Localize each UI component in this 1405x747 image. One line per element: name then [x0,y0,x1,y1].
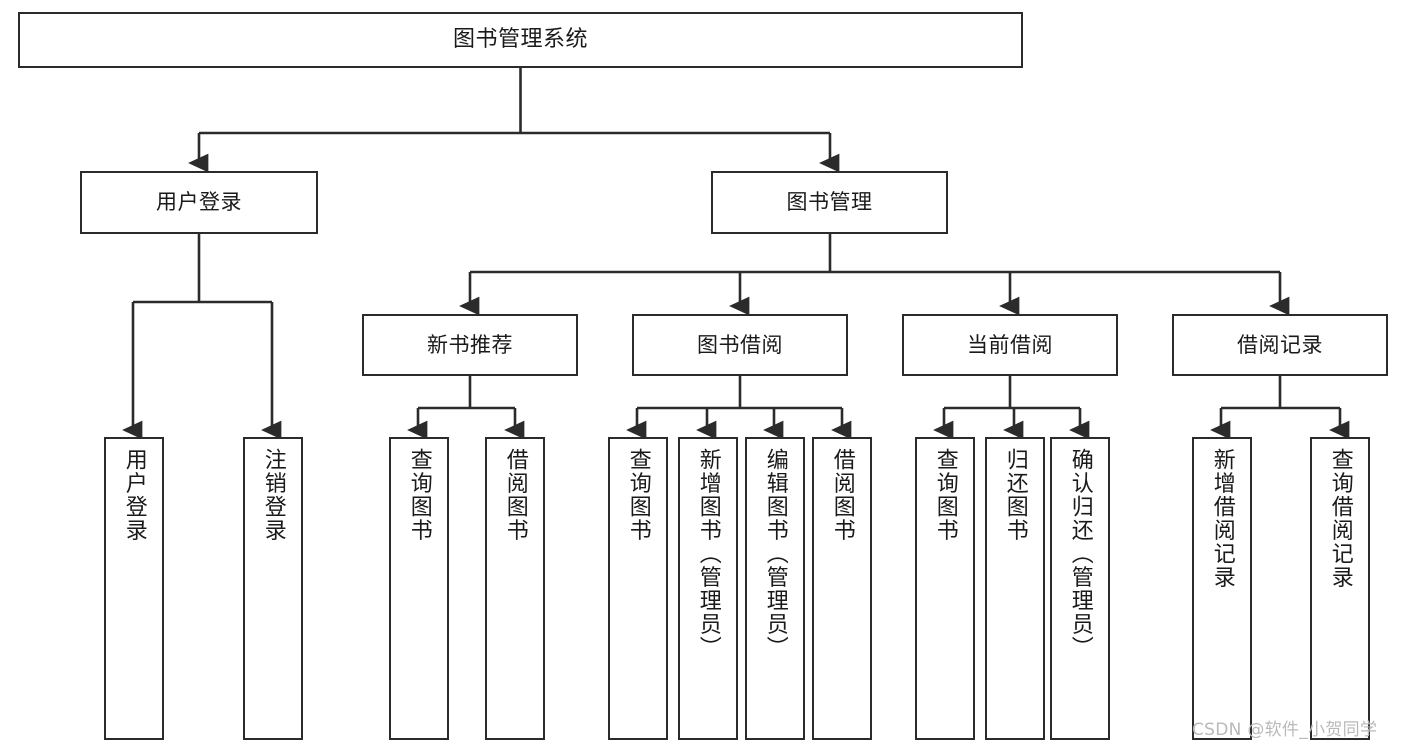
node-leaf-query-book-2-label: 查询图书 [625,448,651,542]
node-leaf-user-login-label: 用户登录 [121,448,147,542]
node-leaf-return-book[interactable]: 归还图书 [985,437,1045,740]
node-user-login[interactable]: 用户登录 [80,171,318,234]
node-current-borrow[interactable]: 当前借阅 [902,314,1118,376]
node-leaf-user-login[interactable]: 用户登录 [104,437,164,740]
node-leaf-edit-book[interactable]: 编辑图书（管理员） [745,437,805,740]
node-leaf-borrow-book-1-label: 借阅图书 [502,448,528,542]
node-book-manage-label: 图书管理 [786,190,873,214]
node-leaf-return-book-label: 归还图书 [1002,448,1028,542]
node-leaf-query-record-label: 查询借阅记录 [1327,448,1353,589]
node-leaf-add-book[interactable]: 新增图书（管理员） [678,437,738,740]
node-leaf-query-book-3[interactable]: 查询图书 [915,437,975,740]
node-leaf-query-book-1[interactable]: 查询图书 [389,437,449,740]
node-leaf-query-record[interactable]: 查询借阅记录 [1310,437,1370,740]
node-leaf-borrow-book-1[interactable]: 借阅图书 [485,437,545,740]
node-leaf-edit-book-label: 编辑图书（管理员） [762,448,788,660]
node-leaf-logout[interactable]: 注销登录 [243,437,303,740]
node-leaf-query-book-1-label: 查询图书 [406,448,432,542]
node-root[interactable]: 图书管理系统 [18,12,1023,68]
csdn-watermark: CSDN @软件_小贺同学 [1192,720,1378,740]
node-user-login-label: 用户登录 [156,190,242,214]
node-book-manage[interactable]: 图书管理 [711,171,948,234]
node-borrow-record-label: 借阅记录 [1237,332,1323,357]
node-root-label: 图书管理系统 [452,27,588,52]
node-leaf-confirm-return-label: 确认归还（管理员） [1067,448,1093,660]
node-new-book-recommend-label: 新书推荐 [427,332,513,357]
node-leaf-borrow-book-2[interactable]: 借阅图书 [812,437,872,740]
node-leaf-query-book-2[interactable]: 查询图书 [608,437,668,740]
node-leaf-add-book-label: 新增图书（管理员） [695,448,721,660]
node-leaf-borrow-book-2-label: 借阅图书 [829,448,855,542]
node-borrow-record[interactable]: 借阅记录 [1172,314,1388,376]
node-new-book-recommend[interactable]: 新书推荐 [362,314,578,376]
node-book-borrow-label: 图书借阅 [697,332,783,357]
node-leaf-query-book-3-label: 查询图书 [932,448,958,542]
node-leaf-add-record[interactable]: 新增借阅记录 [1192,437,1252,740]
node-leaf-logout-label: 注销登录 [260,448,286,542]
node-leaf-confirm-return[interactable]: 确认归还（管理员） [1050,437,1110,740]
node-leaf-add-record-label: 新增借阅记录 [1209,448,1235,589]
node-current-borrow-label: 当前借阅 [967,332,1053,357]
node-book-borrow[interactable]: 图书借阅 [632,314,848,376]
